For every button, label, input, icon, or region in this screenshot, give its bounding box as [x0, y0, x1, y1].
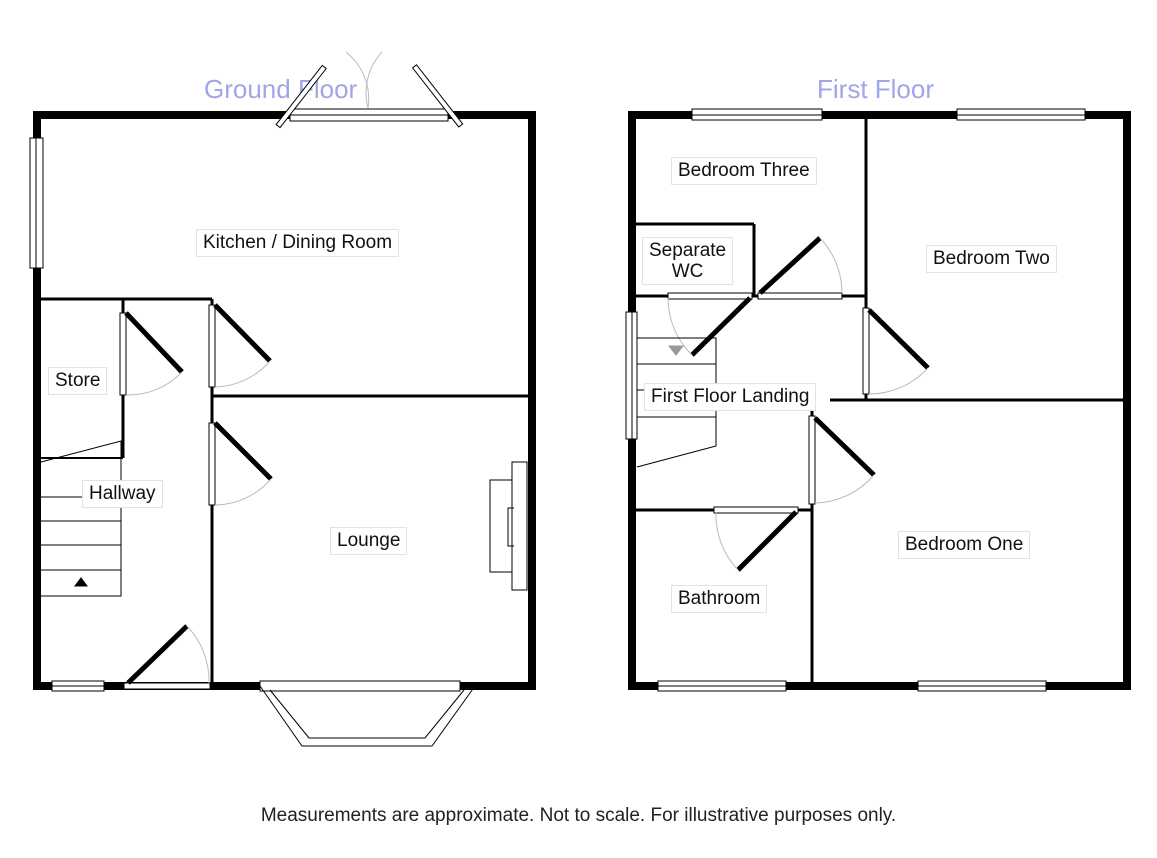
door-leaf — [208, 304, 216, 388]
door-leaf — [758, 236, 822, 295]
first-floor-windows — [625, 108, 1086, 692]
door-swing — [214, 360, 271, 388]
ground-floor-windows — [29, 108, 528, 747]
room-label-bedroom-three: Bedroom Three — [671, 157, 817, 185]
door-swing — [214, 478, 272, 506]
stair-down-arrow-icon — [667, 345, 685, 356]
door-leaf — [808, 415, 816, 505]
door-leaf — [124, 311, 184, 374]
bay-window — [259, 685, 476, 747]
room-label-store: Store — [48, 367, 108, 395]
ground-floor-stairs — [40, 440, 122, 597]
fireplace — [489, 479, 515, 573]
room-label-landing: First Floor Landing — [644, 383, 817, 411]
door-leaf — [862, 307, 870, 395]
stair-up-arrow-icon — [74, 577, 88, 587]
door-leaf — [123, 682, 211, 690]
first-floor-title: First Floor — [817, 74, 934, 104]
ground-floor-outer-wall — [33, 111, 536, 690]
ground-floor-doors — [119, 51, 464, 690]
room-label-bedroom-one: Bedroom One — [898, 531, 1031, 559]
stair-outline — [40, 440, 122, 597]
door-leaf — [411, 64, 464, 128]
door-leaf — [736, 510, 798, 572]
room-label-hallway: Hallway — [82, 480, 163, 508]
hearth — [507, 507, 514, 547]
ground-floor-plan — [33, 111, 536, 690]
door-leaf — [667, 292, 753, 300]
first-floor-doors — [667, 236, 930, 572]
door-swing — [186, 625, 210, 684]
door-leaf — [275, 64, 327, 129]
door-swing — [345, 51, 370, 109]
room-label-bedroom-two: Bedroom Two — [926, 245, 1057, 273]
door-swing — [868, 367, 929, 395]
door-leaf — [119, 312, 127, 396]
chimney-breast — [511, 461, 528, 591]
door-swing — [814, 474, 875, 504]
door-leaf — [757, 292, 843, 300]
room-label-lounge: Lounge — [330, 527, 408, 555]
door-swing — [365, 51, 383, 109]
door-leaf — [690, 296, 752, 357]
door-leaf — [126, 624, 189, 685]
room-label-separate-wc: Separate WC — [642, 237, 734, 285]
disclaimer-footer: Measurements are approximate. Not to sca… — [260, 805, 897, 826]
door-leaf — [213, 421, 273, 481]
bay-window-inner — [269, 689, 465, 739]
door-swing — [715, 511, 739, 571]
door-leaf — [213, 303, 272, 363]
door-swing — [125, 371, 183, 396]
bay-window-frame — [259, 680, 461, 692]
door-swing — [667, 297, 693, 356]
door-leaf — [713, 506, 799, 514]
door-leaf — [867, 308, 930, 370]
door-swing — [819, 237, 843, 294]
room-label-kitchen: Kitchen / Dining Room — [196, 229, 400, 257]
door-leaf — [813, 416, 876, 477]
ground-floor-title: Ground Floor — [204, 74, 358, 104]
room-label-bathroom: Bathroom — [671, 585, 768, 613]
door-leaf — [208, 422, 216, 506]
